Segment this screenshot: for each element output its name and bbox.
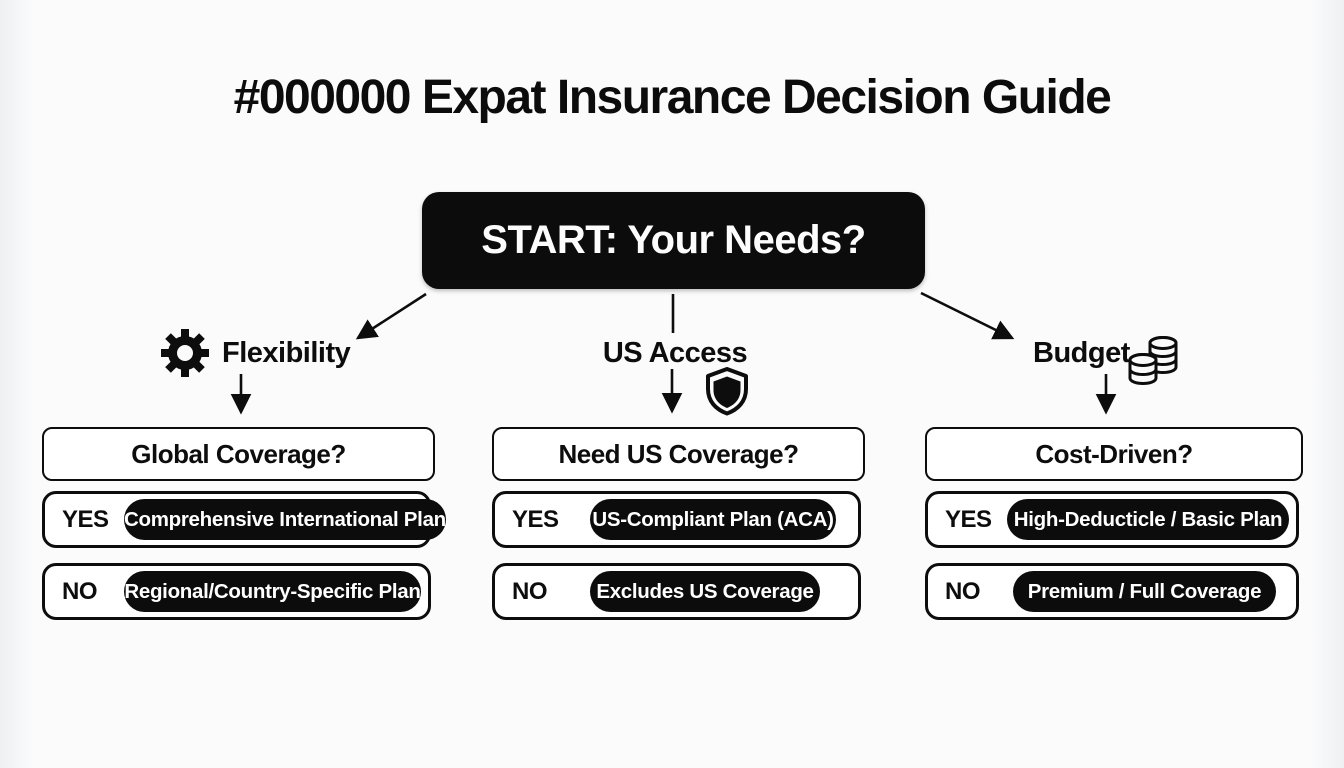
question-box-cost-driven: Cost-Driven? — [925, 427, 1303, 481]
start-node-label: START: Your Needs? — [481, 218, 866, 262]
answer-row-budget-no: NO Premium / Full Coverage — [925, 563, 1299, 620]
result-pill: US-Compliant Plan (ACA) — [590, 499, 836, 540]
shield-icon — [706, 367, 748, 416]
arrow-start-to-budget — [920, 291, 1015, 340]
no-label: NO — [512, 577, 548, 605]
question-text: Global Coverage? — [131, 438, 346, 469]
no-label: NO — [62, 577, 98, 605]
yes-label: YES — [945, 505, 992, 533]
answer-row-budget-yes: YES High-Deducticle / Basic Plan — [925, 491, 1299, 548]
answer-row-flexibility-yes: YES Comprehensive International Plan — [42, 491, 446, 548]
question-box-need-us-coverage: Need US Coverage? — [492, 427, 865, 481]
yes-label: YES — [512, 505, 559, 533]
question-text: Cost-Driven? — [1035, 438, 1193, 469]
branch-label-text: Flexibility — [222, 336, 351, 369]
page-title: #000000 Expat Insurance Decision Guide — [233, 71, 1112, 124]
no-label: NO — [945, 577, 981, 605]
branch-label-text: Budget — [1033, 337, 1130, 369]
result-pill: Excludes US Coverage — [590, 571, 820, 612]
result-pill: Premium / Full Coverage — [1013, 571, 1276, 612]
question-text: Need US Coverage? — [558, 438, 799, 469]
yes-label: YES — [62, 505, 109, 533]
arrow-start-to-flexibility — [355, 292, 427, 340]
result-pill: High-Deducticle / Basic Plan — [1007, 499, 1289, 540]
branch-label-text: US Access — [602, 337, 748, 369]
start-node: START: Your Needs? — [422, 192, 925, 289]
branch-label-us-access: US Access — [595, 337, 755, 370]
branch-label-flexibility: Flexibility — [158, 326, 351, 380]
answer-row-us-access-yes: YES US-Compliant Plan (ACA) — [492, 491, 861, 548]
result-pill: Regional/Country-Specific Plan — [124, 571, 421, 612]
question-box-global-coverage: Global Coverage? — [42, 427, 435, 481]
branch-label-budget: Budget — [1033, 337, 1130, 370]
coins-icon — [1128, 335, 1178, 386]
gear-icon — [161, 329, 209, 377]
answer-row-us-access-no: NO Excludes US Coverage — [492, 563, 861, 620]
answer-row-flexibility-no: NO Regional/Country-Specific Plan — [42, 563, 431, 620]
result-pill: Comprehensive International Plan — [124, 499, 446, 540]
